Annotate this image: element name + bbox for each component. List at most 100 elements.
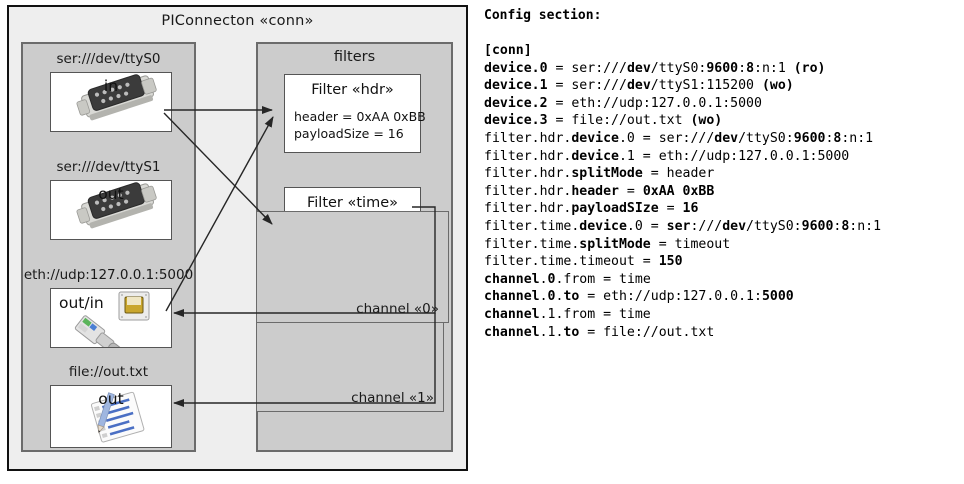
config-token: :	[833, 218, 842, 234]
config-token: =	[634, 254, 659, 270]
config-token: filter.hdr.	[484, 201, 572, 217]
config-token: /ttyS0:	[650, 60, 707, 76]
config-token: :n:1	[849, 218, 882, 234]
config-token: filter.time.	[484, 254, 580, 270]
config-token: 0xAA 0xBB	[642, 183, 715, 199]
filter-hdr-attr-payloadsize: payloadSize = 16	[294, 126, 404, 141]
config-token: device.1	[484, 78, 548, 94]
config-token: :///	[690, 218, 723, 234]
config-line: filter.hdr.payloadSIze = 16	[484, 200, 881, 218]
device-node-ttys0[interactable]: in	[50, 72, 172, 132]
config-token: filter.hdr.	[484, 148, 572, 164]
config-token: .	[539, 289, 548, 305]
config-token: device	[579, 218, 627, 234]
filter-hdr-attr-header: header = 0xAA 0xBB	[294, 109, 426, 124]
config-token: filter.hdr.	[484, 130, 572, 146]
config-token: device	[571, 130, 619, 146]
filter-hdr-attributes: header = 0xAA 0xBB payloadSize = 16	[294, 108, 426, 142]
config-heading: Config section:	[484, 8, 602, 23]
config-token: =	[547, 60, 572, 76]
config-token: device.3	[484, 113, 548, 129]
config-line: filter.hdr.header = 0xAA 0xBB	[484, 183, 881, 201]
config-token: .1 =	[618, 148, 659, 164]
config-token: .1.	[539, 324, 564, 340]
config-token: splitMode	[571, 166, 643, 182]
config-token: 0	[547, 271, 556, 287]
config-token: filter.hdr.	[484, 166, 572, 182]
device-node-file[interactable]: out	[50, 385, 172, 448]
config-token: (wo)	[761, 78, 794, 94]
node-caption-ttys0: ser:///dev/ttyS0	[56, 51, 161, 67]
config-token: 0	[547, 289, 556, 305]
config-token: device	[571, 148, 619, 164]
filters-panel-title: filters	[333, 49, 376, 65]
config-line: filter.hdr.splitMode = header	[484, 165, 881, 183]
device-node-ttys0-label: in	[103, 77, 119, 95]
devices-panel: ser:///dev/ttyS0 in	[21, 42, 196, 452]
config-token: 9600	[793, 130, 826, 146]
config-token: /ttyS0:	[746, 218, 802, 234]
node-caption-eth: eth://udp:127.0.0.1:5000	[23, 267, 194, 283]
filter-time-title: Filter «time»	[306, 195, 399, 211]
config-token: channel	[484, 306, 540, 322]
config-line: filter.time.device.0 = ser:///dev/ttyS0:…	[484, 218, 881, 236]
config-token: ser	[571, 60, 596, 76]
config-token: =	[618, 183, 643, 199]
config-token: 9600	[801, 218, 834, 234]
device-node-eth[interactable]: out/in	[50, 288, 172, 348]
channel-0-label: channel «0»	[356, 301, 439, 317]
config-token: :n:1	[841, 130, 874, 146]
device-node-ttys1-label: out	[98, 185, 124, 203]
config-token: :///	[595, 60, 627, 76]
config-line: channel.0.from = time	[484, 271, 881, 289]
config-line: [conn]	[484, 42, 881, 60]
node-caption-ttys1: ser:///dev/ttyS1	[56, 159, 161, 175]
config-line: channel.1.to = file://out.txt	[484, 324, 881, 342]
config-token: header	[571, 183, 619, 199]
config-section: Config section: [conn]device.0 = ser:///…	[481, 0, 964, 484]
channel-row-1[interactable]: channel «1»	[256, 322, 444, 412]
config-line: filter.time.timeout = 150	[484, 253, 881, 271]
config-token: [conn]	[484, 43, 532, 58]
config-text-block: [conn]device.0 = ser:///dev/ttyS0:9600:8…	[484, 42, 881, 341]
config-line: filter.time.splitMode = timeout	[484, 236, 881, 254]
channel-1-label: channel «1»	[351, 390, 434, 406]
config-token: 8	[746, 60, 755, 76]
config-token: channel	[484, 271, 540, 287]
config-token: 16	[682, 201, 699, 217]
device-node-ttys1[interactable]: out	[50, 180, 172, 240]
config-token: dev	[626, 78, 651, 94]
config-token: :	[825, 130, 834, 146]
channel-row-0[interactable]: channel «0»	[256, 211, 449, 323]
config-line: filter.hdr.device.1 = eth://udp:127.0.0.…	[484, 148, 881, 166]
config-line: channel.0.to = eth://udp:127.0.0.1:5000	[484, 288, 881, 306]
filter-hdr-title: Filter «hdr»	[311, 82, 394, 98]
component-title: PIConnecton «conn»	[161, 13, 314, 29]
config-line: device.2 = eth://udp:127.0.0.1:5000	[484, 95, 881, 113]
config-line: device.1 = ser:///dev/ttyS1:115200 (wo)	[484, 77, 881, 95]
serial-db9-icon	[76, 74, 157, 121]
config-token: .from = time	[555, 271, 651, 287]
config-token: channel	[484, 289, 540, 305]
config-line: filter.hdr.device.0 = ser:///dev/ttyS0:9…	[484, 130, 881, 148]
ethernet-jack-icon	[74, 291, 150, 347]
config-token: payloadSIze	[571, 201, 659, 217]
config-token: dev	[714, 130, 739, 146]
config-token: = file://out.txt	[579, 324, 715, 340]
config-token: =	[547, 113, 572, 129]
config-token: eth://udp:127.0.0.1:5000	[571, 95, 762, 111]
config-token: :///	[595, 78, 627, 94]
config-token: 8	[841, 218, 850, 234]
filter-box-hdr[interactable]: Filter «hdr» header = 0xAA 0xBB payloadS…	[284, 74, 426, 153]
device-node-file-label: out	[98, 390, 124, 408]
document-pencil-icon	[90, 391, 145, 443]
config-line: device.0 = ser:///dev/ttyS0:9600:8:n:1 (…	[484, 60, 881, 78]
config-token: 150	[658, 254, 683, 270]
config-token: .	[539, 271, 548, 287]
config-token: channel	[484, 324, 540, 340]
config-token: :///	[682, 130, 715, 146]
config-token: ser	[666, 218, 691, 234]
config-line: device.3 = file://out.txt (wo)	[484, 112, 881, 130]
config-token: filter.time.	[484, 236, 580, 252]
